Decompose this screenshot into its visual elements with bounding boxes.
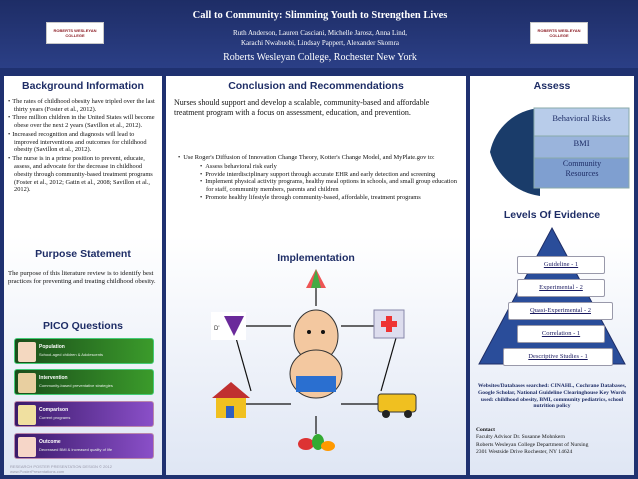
- purpose-heading: Purpose Statement: [35, 248, 131, 260]
- author-list: Ruth Anderson, Lauren Casciani, Michelle…: [233, 29, 407, 47]
- pico-comparison: Comparison Current programs: [14, 401, 154, 427]
- college-logo-left: ROBERTS WESLEYAN COLLEGE: [46, 22, 104, 44]
- conclusion-intro: Nurses should support and develop a scal…: [174, 98, 430, 117]
- assess-item-behavioral-risks: Behavioral Risks: [552, 113, 611, 123]
- conclusion-sub-bullets: Assess behavioral risk early Provide int…: [198, 163, 458, 202]
- svg-text:D': D': [214, 326, 219, 332]
- background-bullets: The rates of childhood obesity have trip…: [8, 98, 158, 195]
- footer-credit: RESEARCH POSTER PRESENTATION DESIGN © 20…: [10, 464, 112, 474]
- evidence-level-1: Guideline - 1: [517, 256, 605, 274]
- evidence-level-2: Experimental - 2: [517, 279, 605, 297]
- right-column: Assess Behavioral Risks BMI Community Re…: [470, 76, 634, 475]
- background-bullet: The rates of childhood obesity have trip…: [8, 98, 158, 114]
- pico-heading: PICO Questions: [43, 320, 123, 332]
- child-photo-icon: [18, 342, 36, 362]
- sub-bullet: Assess behavioral risk early: [198, 163, 458, 171]
- search-strategy-text: Websites/Databases searched: CINAHL, Coc…: [477, 383, 627, 410]
- sub-bullet: Promote healthy lifestyle through commun…: [198, 194, 458, 202]
- college-logo-right: ROBERTS WESLEYAN COLLEGE: [530, 22, 588, 44]
- sub-bullet: Provide interdisciplinary support throug…: [198, 171, 458, 179]
- evidence-heading: Levels Of Evidence: [503, 209, 601, 221]
- purpose-text: The purpose of this literature review is…: [8, 270, 156, 286]
- conclusion-main-bullet: Use Roger's Diffusion of Innovation Chan…: [176, 154, 458, 202]
- center-column: Conclusion and Recommendations Nurses sh…: [166, 76, 466, 475]
- healthy-food-icon: [298, 434, 335, 451]
- assess-item-bmi: BMI: [573, 138, 590, 148]
- pico-outcome: Outcome Decreased BMI & increased qualit…: [14, 433, 154, 459]
- background-bullet: Increased recognition and diagnosis will…: [8, 131, 158, 155]
- assess-heading: Assess: [533, 80, 571, 92]
- house-icon: [212, 382, 250, 418]
- hospital-icon: [373, 309, 405, 339]
- left-column: Background Information The rates of chil…: [4, 76, 162, 475]
- conclusion-heading: Conclusion and Recommendations: [228, 80, 404, 92]
- mypyramid-icon: [306, 269, 326, 288]
- connection-lines: [235, 286, 397, 434]
- poster-header: ROBERTS WESLEYAN COLLEGE Call to Communi…: [0, 0, 638, 68]
- implementation-heading: Implementation: [277, 252, 355, 264]
- sub-bullet: Implement physical activity programs, he…: [198, 178, 458, 194]
- change-model-logo-icon: D': [211, 312, 246, 340]
- background-heading: Background Information: [22, 80, 144, 92]
- fruit-photo-icon: [18, 405, 36, 425]
- background-bullet: The nurse is in a prime position to prev…: [8, 155, 158, 195]
- pico-intervention: Intervention Community-based preventativ…: [14, 369, 154, 395]
- assess-diagram: [490, 107, 630, 196]
- pico-population: Population School-aged children & Adoles…: [14, 338, 154, 364]
- school-bus-icon: [377, 393, 417, 418]
- poster-title: Call to Community: Slimming Youth to Str…: [192, 10, 448, 21]
- food-photo-icon: [18, 373, 36, 393]
- girl-photo-icon: [18, 437, 36, 457]
- background-bullet: Three million children in the United Sta…: [8, 114, 158, 130]
- evidence-level-5: Descriptive Studies - 1: [503, 348, 613, 366]
- evidence-level-3: Quasi-Experimental - 2: [508, 302, 613, 320]
- evidence-level-4: Correlation - 1: [517, 325, 605, 343]
- assess-item-community-resources: Community Resources: [562, 159, 602, 178]
- contact-block: Contact Faculty Advisor Dr. Susanne Mohn…: [476, 427, 589, 455]
- conclusion-bullets: Use Roger's Diffusion of Innovation Chan…: [176, 154, 458, 202]
- implementation-diagram: D': [211, 269, 417, 451]
- child-figure-icon: [289, 309, 343, 399]
- institution-name: Roberts Wesleyan College, Rochester New …: [223, 52, 417, 63]
